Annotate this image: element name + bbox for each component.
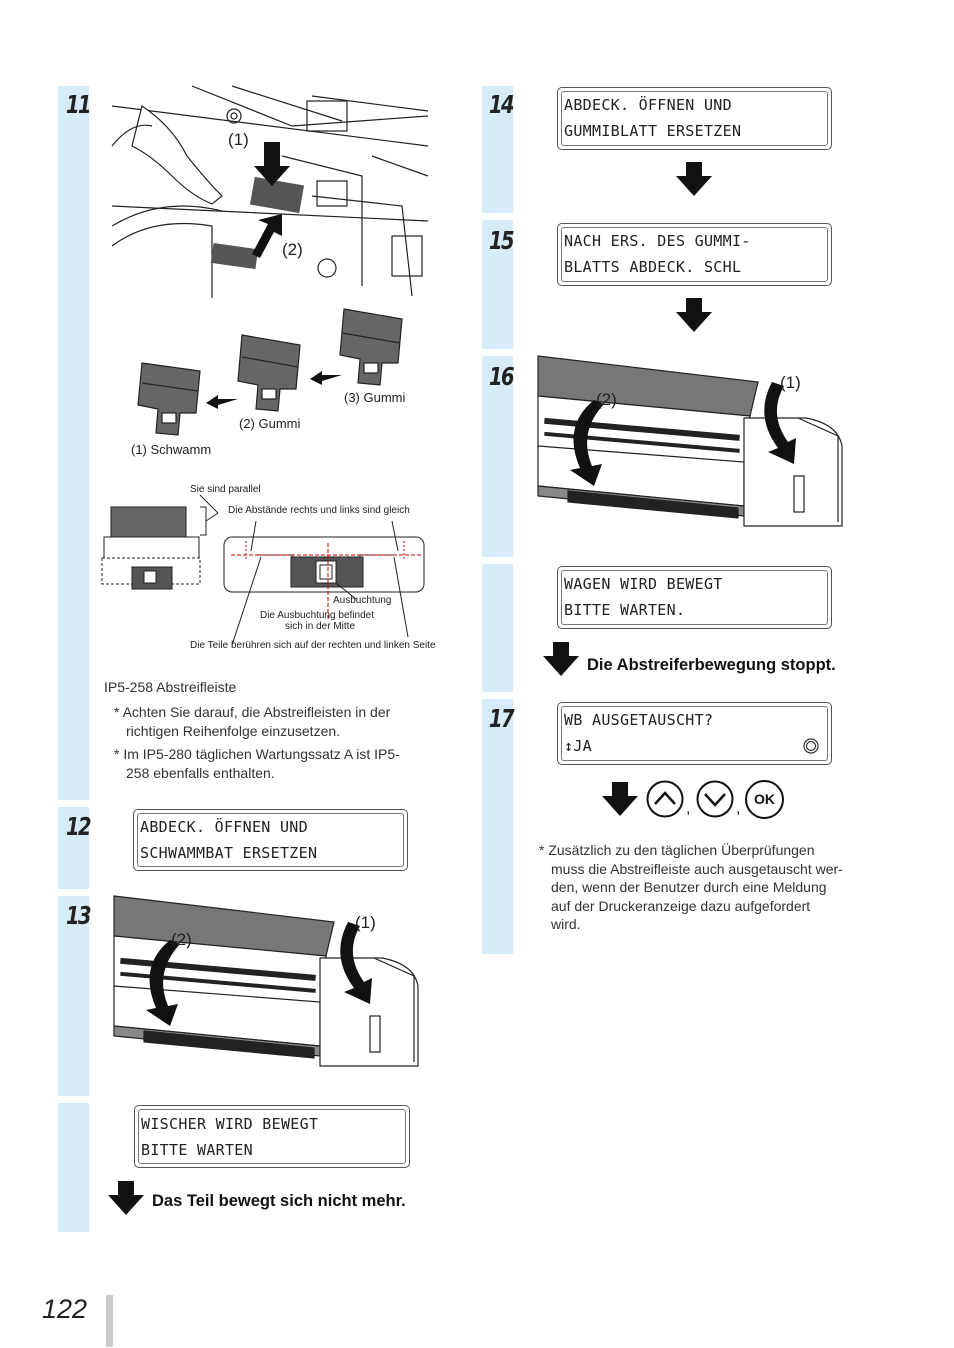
detail-label-notch: Ausbuchtung xyxy=(333,595,392,606)
lcd-step-16: WAGEN WIRD BEWEGT BITTE WARTEN. xyxy=(557,566,832,629)
lcd-step-12: ABDECK. ÖFFNEN UND SCHWAMMBAT ERSETZEN xyxy=(133,809,408,871)
note-17-line-1: * Zusätzlich zu den täglichen Überprüfun… xyxy=(539,842,815,858)
lcd-line-2: GUMMIBLATT ERSETZEN xyxy=(564,122,742,140)
step-12-bar xyxy=(58,807,89,889)
up-key-icon xyxy=(646,780,684,818)
note-1-line-2: richtigen Reihenfolge einzusetzen. xyxy=(126,723,341,739)
lcd-line-2: SCHWAMMBAT ERSETZEN xyxy=(140,844,318,862)
note-17-line-3: den, wenn der Benutzer durch eine Meldun… xyxy=(551,879,827,895)
lcd-line-1: ABDECK. ÖFFNEN UND xyxy=(140,818,308,836)
note-1-line-1: * Achten Sie darauf, die Abstreifleisten… xyxy=(114,704,391,720)
printer-13-callout-2: (2) xyxy=(171,930,192,949)
confirm-circle-icon xyxy=(803,738,819,754)
step-14-bar xyxy=(482,86,513,213)
wiper-install-illustration xyxy=(111,85,429,298)
page-number: 122 xyxy=(42,1294,88,1324)
down-arrow-icon xyxy=(543,642,579,676)
step-number-13: 13 xyxy=(66,901,92,930)
detail-label-touch: Die Teile berühren sich auf der rechten … xyxy=(190,640,436,651)
down-arrow-icon xyxy=(676,298,712,332)
down-arrow-icon xyxy=(602,782,638,816)
note-17-line-2: muss die Abstreifleiste auch ausgetausch… xyxy=(551,861,843,877)
part-title: IP5-258 Abstreifleiste xyxy=(104,679,237,695)
step-13b-bar xyxy=(58,1103,89,1232)
lcd-line-2: BLATTS ABDECK. SCHL xyxy=(564,258,742,276)
printer-16-callout-2: (2) xyxy=(596,390,617,409)
part-label-2: (2) Gummi xyxy=(239,416,301,431)
note-17-line-4: auf der Druckeranzeige dazu aufgefordert xyxy=(551,898,811,914)
page-number-bar xyxy=(106,1295,113,1347)
printer-16-callout-1: (1) xyxy=(780,373,801,392)
lcd-line-1: WAGEN WIRD BEWEGT xyxy=(564,575,723,593)
part-label-3: (3) Gummi xyxy=(344,390,406,405)
wiper-parts-order xyxy=(137,308,403,436)
step-number-17: 17 xyxy=(489,704,515,733)
result-message-16: Die Abstreiferbewegung stoppt. xyxy=(587,656,836,674)
install-callout-2: (2) xyxy=(282,240,303,259)
key-separator-2: , xyxy=(736,800,741,817)
install-callout-1: (1) xyxy=(228,130,249,149)
detail-label-center-1: Die Ausbuchtung befindet xyxy=(260,610,374,621)
printer-13-callout-1: (1) xyxy=(355,913,376,932)
result-message-13: Das Teil bewegt sich nicht mehr. xyxy=(152,1192,406,1210)
lcd-line-2: ↕JA xyxy=(564,737,592,755)
step-number-12: 12 xyxy=(66,812,92,841)
step-number-11: 11 xyxy=(66,90,92,119)
detail-label-parallel: Sie sind parallel xyxy=(190,484,261,495)
step-11-bar xyxy=(58,86,89,800)
down-key-icon xyxy=(696,780,734,818)
lcd-step-13: WISCHER WIRD BEWEGT BITTE WARTEN xyxy=(134,1105,410,1168)
lcd-step-15: NACH ERS. DES GUMMI- BLATTS ABDECK. SCHL xyxy=(557,223,832,286)
step-number-14: 14 xyxy=(489,90,515,119)
lcd-step-17: WB AUSGETAUSCHT? ↕JA xyxy=(557,702,832,765)
down-arrow-icon xyxy=(108,1181,144,1215)
note-2-line-1: * Im IP5-280 täglichen Wartungssatz A is… xyxy=(114,746,400,762)
alignment-detail-diagram xyxy=(101,494,425,646)
lcd-line-2: BITTE WARTEN. xyxy=(564,601,686,619)
step-13-bar xyxy=(58,896,89,1096)
note-2-line-2: 258 ebenfalls enthalten. xyxy=(126,765,275,781)
ok-key-label: OK xyxy=(754,791,775,807)
printer-cover-close-illustration-13 xyxy=(113,895,419,1067)
key-separator-1: , xyxy=(686,800,691,817)
note-17-line-5: wird. xyxy=(551,916,581,932)
lcd-line-1: WISCHER WIRD BEWEGT xyxy=(141,1115,319,1133)
lcd-line-2: BITTE WARTEN xyxy=(141,1141,253,1159)
step-number-16: 16 xyxy=(489,362,515,391)
step-17-bar xyxy=(482,699,513,954)
step-15-bar xyxy=(482,220,513,349)
ok-key-icon: OK xyxy=(745,780,784,819)
detail-label-gaps: Die Abstände rechts und links sind gleic… xyxy=(228,505,410,516)
lcd-step-14: ABDECK. ÖFFNEN UND GUMMIBLATT ERSETZEN xyxy=(557,87,832,150)
lcd-line-1: ABDECK. ÖFFNEN UND xyxy=(564,96,732,114)
step-number-15: 15 xyxy=(489,226,515,255)
part-label-1: (1) Schwamm xyxy=(131,442,212,457)
printer-cover-close-illustration-16 xyxy=(537,355,843,527)
step-16-bar xyxy=(482,356,513,557)
step-16b-bar xyxy=(482,564,513,692)
detail-label-center-2: sich in der Mitte xyxy=(285,621,356,632)
down-arrow-icon xyxy=(676,162,712,196)
lcd-line-1: WB AUSGETAUSCHT? xyxy=(564,711,714,729)
lcd-line-1: NACH ERS. DES GUMMI- xyxy=(564,232,751,250)
